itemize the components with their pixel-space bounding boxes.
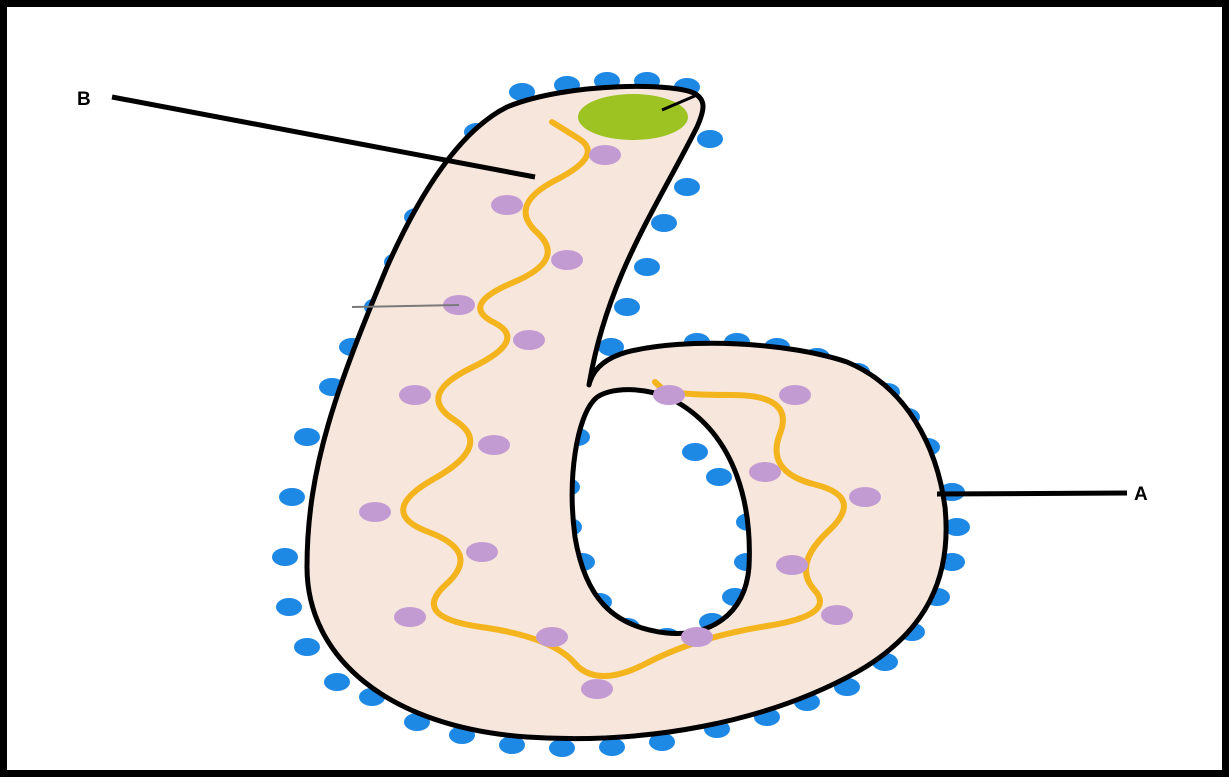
label-b: B [77,89,91,110]
chain-bead [491,195,523,215]
chain-bead [749,462,781,482]
surface-dot [706,468,732,486]
surface-dot [614,298,640,316]
green-cap [578,94,688,140]
label-a: A [1134,484,1148,505]
chain-bead [399,385,431,405]
surface-dot [276,598,302,616]
surface-dot [294,638,320,656]
surface-dot [279,488,305,506]
surface-dot [674,178,700,196]
chain-bead [394,607,426,627]
chain-bead [849,487,881,507]
chain-bead [776,555,808,575]
surface-dot [294,428,320,446]
surface-dot [599,738,625,756]
chain-bead [653,385,685,405]
surface-dot [272,548,298,566]
chain-bead [589,145,621,165]
surface-dot [634,258,660,276]
chain-bead [551,250,583,270]
chain-bead [581,679,613,699]
surface-dot [324,673,350,691]
label-a-line [937,493,1127,494]
surface-dot [697,130,723,148]
chain-bead [821,605,853,625]
chain-bead [779,385,811,405]
chain-bead [681,627,713,647]
surface-dot [549,739,575,757]
chain-bead [466,542,498,562]
chain-bead [359,502,391,522]
organism-diagram: B A [7,7,1229,784]
chain-bead [513,330,545,350]
surface-dot [682,443,708,461]
organism-body [307,86,946,738]
surface-dot [651,214,677,232]
chain-bead [536,627,568,647]
chain-bead [478,435,510,455]
